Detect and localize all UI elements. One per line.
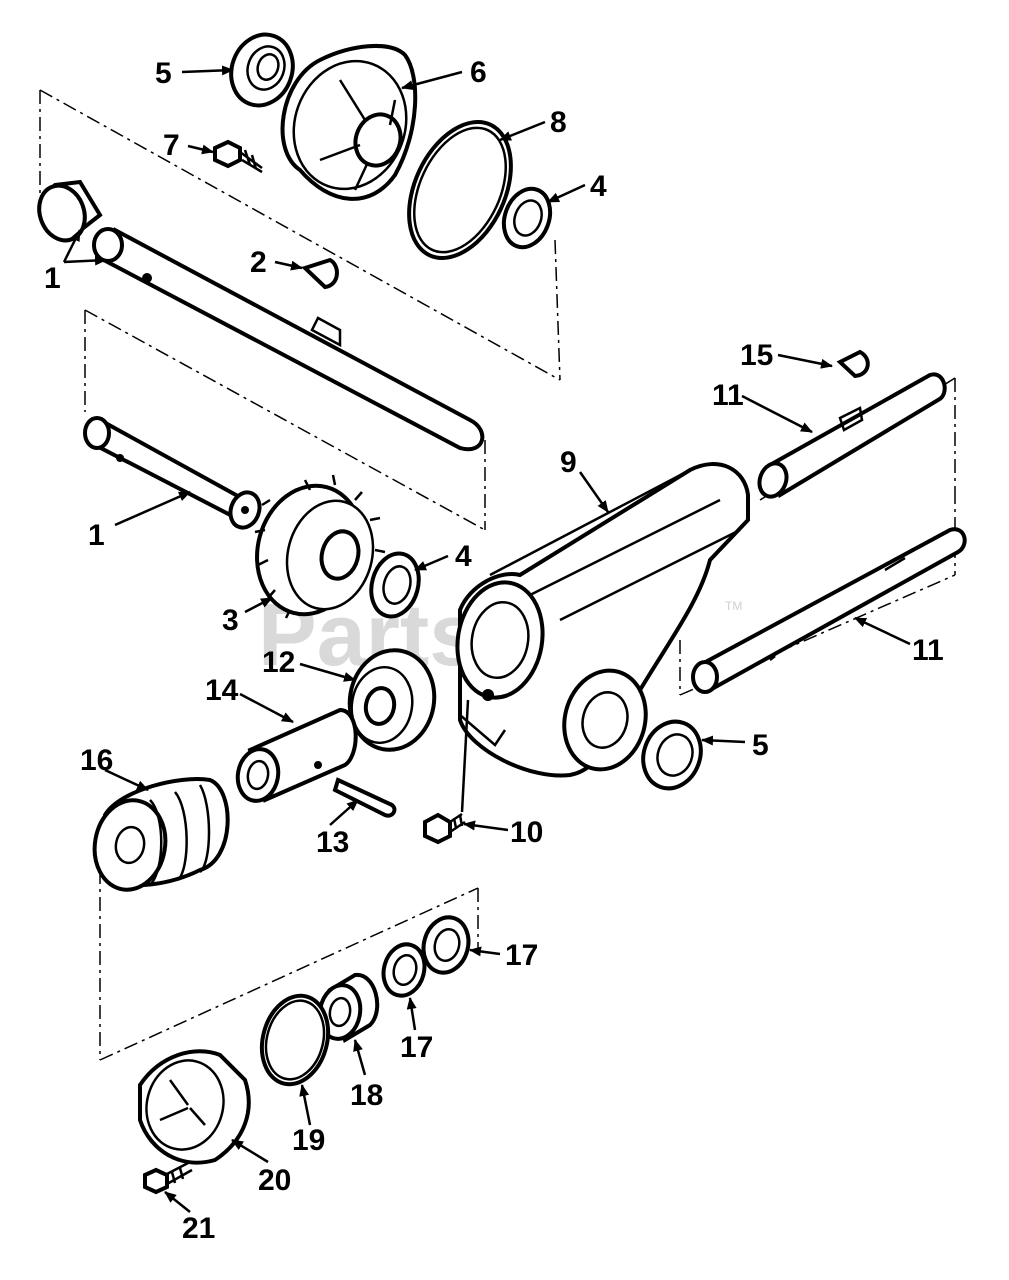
key-top bbox=[301, 257, 339, 290]
callout-5: 5 bbox=[155, 57, 172, 90]
callout-17: 17 bbox=[505, 939, 538, 972]
callout-4: 4 bbox=[455, 540, 472, 573]
callout-7: 7 bbox=[163, 129, 180, 162]
callout-18: 18 bbox=[350, 1079, 383, 1112]
bearing bbox=[347, 648, 437, 752]
washer-17-outer-hole bbox=[433, 927, 461, 963]
key-right bbox=[836, 349, 870, 379]
flange-bushing bbox=[317, 972, 380, 1044]
callout-10: 10 bbox=[510, 816, 543, 849]
callout-13: 13 bbox=[316, 826, 349, 859]
callout-3: 3 bbox=[222, 604, 239, 637]
callout-1: 1 bbox=[44, 262, 61, 295]
callouts: 5 6 7 8 4 1 2 15 11 9 1 4 3 11 12 14 5 1… bbox=[44, 56, 944, 1245]
callout-14: 14 bbox=[205, 674, 239, 707]
washer-17-inner-hole bbox=[392, 953, 418, 987]
callout-20: 20 bbox=[258, 1164, 291, 1197]
callout-11: 11 bbox=[712, 379, 744, 412]
shaft-right-upper bbox=[757, 372, 947, 499]
callout-19: 19 bbox=[292, 1124, 325, 1157]
callout-9: 9 bbox=[560, 446, 577, 479]
callout-15: 15 bbox=[740, 339, 773, 372]
seal-lower bbox=[641, 719, 703, 791]
watermark-tm: TM bbox=[725, 599, 742, 613]
washer-mid bbox=[369, 551, 421, 619]
sleeve-short bbox=[37, 179, 103, 243]
upper-assembly-frame bbox=[39, 89, 956, 696]
bolt-top bbox=[213, 139, 263, 174]
gear-housing bbox=[455, 462, 750, 778]
o-ring-lower-inner bbox=[264, 999, 326, 1081]
callout-4: 4 bbox=[590, 170, 607, 203]
callout-17: 17 bbox=[400, 1031, 433, 1064]
pulley bbox=[92, 777, 230, 892]
bolt-housing bbox=[423, 699, 470, 845]
callout-1: 1 bbox=[88, 519, 105, 552]
callout-11: 11 bbox=[912, 634, 944, 667]
seal-top bbox=[229, 32, 295, 108]
lower-assembly-frame bbox=[99, 870, 479, 1061]
gear bbox=[254, 474, 386, 619]
callout-21: 21 bbox=[182, 1212, 215, 1245]
screw-lower bbox=[143, 1160, 193, 1195]
bearing-cover-plate bbox=[280, 43, 418, 201]
spacer-sleeve bbox=[235, 707, 358, 803]
callout-5: 5 bbox=[752, 729, 769, 762]
callout-16: 16 bbox=[80, 744, 113, 777]
shaft-long-top bbox=[92, 227, 485, 452]
callout-12: 12 bbox=[262, 646, 295, 679]
callout-8: 8 bbox=[550, 106, 567, 139]
roll-pin bbox=[332, 777, 397, 818]
callout-6: 6 bbox=[470, 56, 487, 89]
shaft-right-lower bbox=[691, 527, 967, 694]
end-cover-lower bbox=[138, 1049, 251, 1165]
callout-2: 2 bbox=[250, 246, 267, 279]
o-ring-top-inner bbox=[413, 126, 507, 254]
washer-top bbox=[501, 186, 553, 250]
shaft-lower bbox=[83, 416, 262, 530]
leader-lines bbox=[62, 65, 911, 1213]
